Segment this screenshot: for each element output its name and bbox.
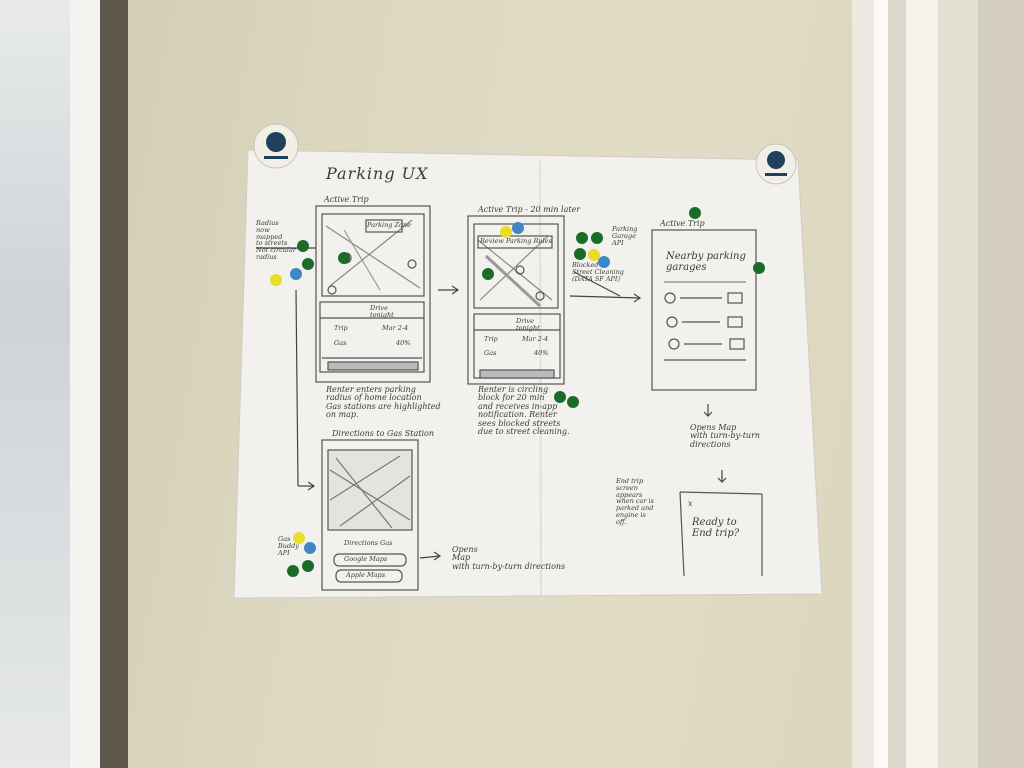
sticker-left-icon: [253, 123, 299, 169]
window-glass: [0, 0, 70, 768]
screen1-caption: Renter enters parking radius of home loc…: [326, 385, 441, 420]
screen5-text: Ready to End trip?: [692, 517, 740, 539]
screen3-title: Nearby parking garages: [666, 251, 746, 273]
screen1-heading: Active Trip: [324, 195, 369, 204]
screen2-side-note: Parking Garage API: [612, 225, 638, 247]
screen4-caption: Opens Map with turn-by-turn directions: [452, 545, 566, 571]
flow-arrows: [256, 247, 727, 561]
screen4-heading: Directions to Gas Station: [332, 429, 434, 438]
screen2-row2-value: Mar 2-4: [522, 335, 549, 343]
screen2-row3-value: 40%: [534, 349, 549, 357]
screen2-row3-label: Gas: [484, 349, 497, 357]
screen4-apple-maps: Apple Maps: [346, 571, 386, 579]
screen1-row2-label: Trip: [334, 324, 348, 332]
screen4-side-note: Gas Buddy API: [278, 535, 299, 557]
screen5-note: End trip screen appears when car is park…: [616, 477, 654, 526]
screen1-row3-value: 40%: [396, 339, 411, 347]
screen4-google-maps: Google Maps: [344, 555, 388, 563]
screen2-caption: Renter is circling block for 20 min and …: [478, 385, 570, 436]
screen2-heading: Active Trip - 20 min later: [478, 205, 581, 214]
screen2-row2-label: Trip: [484, 335, 498, 343]
screen5-phone: [679, 491, 763, 577]
screen3-phone: [651, 229, 757, 391]
window-jamb: [70, 0, 100, 768]
screen1-map-label: Parking Zone: [367, 221, 411, 229]
screen1-phone: [315, 205, 431, 383]
sticker-right-icon: [755, 143, 797, 185]
screen2-api-note: Blocked Street Cleaning (DATA SF API): [572, 261, 624, 283]
vote-dots: [270, 207, 765, 577]
sketch-title: Parking UX: [326, 164, 429, 183]
screen3-heading: Active Trip: [660, 219, 705, 228]
screen1-row2-value: Mar 2-4: [382, 324, 409, 332]
screen1-row3-label: Gas: [334, 339, 347, 347]
screen4-label: Directions Gas: [344, 539, 393, 547]
screen2-row1: Drive tonight: [516, 317, 540, 332]
screen1-row1: Drive tonight: [370, 304, 394, 319]
window-shadow: [100, 0, 128, 768]
screen5-close-icon: x: [688, 499, 693, 508]
screen2-map-label: Review Parking Rules: [480, 237, 552, 245]
screen3-caption: Opens Map with turn-by-turn directions: [690, 423, 761, 449]
screen2-phone: [467, 215, 565, 385]
window-frame: [0, 0, 128, 768]
screen1-side-note: Radius now mapped to streets Not circula…: [256, 219, 296, 262]
screen4-phone: [321, 439, 419, 591]
